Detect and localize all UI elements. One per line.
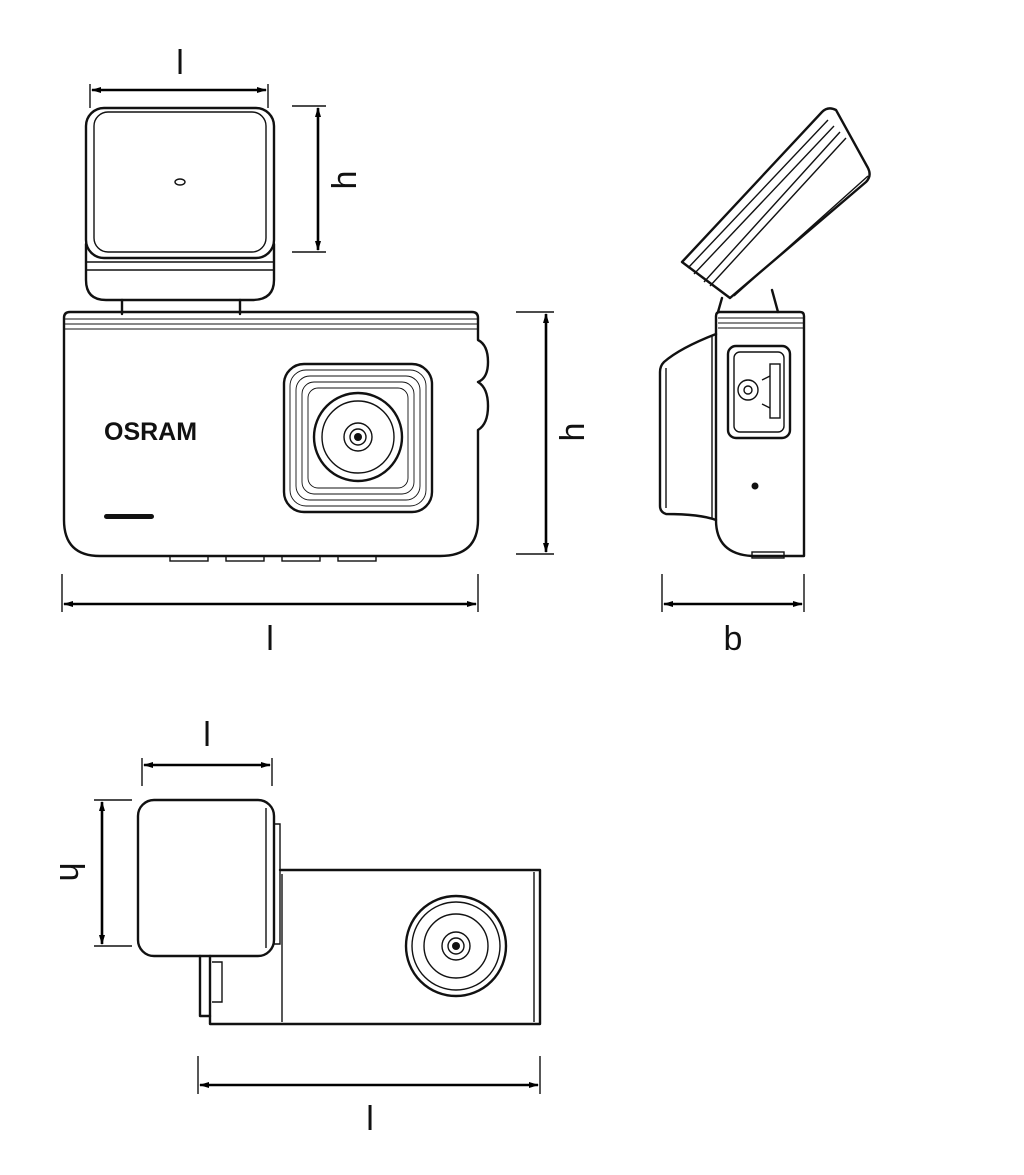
sd-card-slot <box>726 344 792 440</box>
front-body-height-dimension: h <box>516 311 592 555</box>
bottom-lens <box>404 894 508 998</box>
side-camera-body <box>658 310 806 559</box>
side-depth-dimension: b <box>661 574 805 658</box>
side-view: b <box>658 107 871 658</box>
bottom-body-length-label: l <box>366 1100 374 1138</box>
bottom-view: l h l <box>52 716 542 1138</box>
front-view: OSRAM l h <box>61 44 592 658</box>
front-mount-height-dimension: h <box>292 105 364 253</box>
bottom-button-3 <box>281 555 321 562</box>
front-mount-head <box>84 106 276 316</box>
bottom-mount-height-dimension: h <box>52 799 132 947</box>
side-mount-head <box>680 107 871 314</box>
front-body-length-dimension: l <box>61 574 479 658</box>
bottom-button-4 <box>337 555 377 562</box>
bottom-button-2 <box>225 555 265 562</box>
front-mount-width-label: l <box>176 44 184 82</box>
front-camera-body: OSRAM <box>62 310 490 562</box>
front-body-length-label: l <box>266 620 274 658</box>
bottom-mount-head <box>136 798 281 1018</box>
microphone-hole <box>751 482 759 490</box>
front-mount-width-dimension: l <box>89 44 269 108</box>
osram-logo: OSRAM <box>104 418 197 446</box>
bottom-camera-body <box>208 868 542 1026</box>
indicator-light-bar <box>104 514 154 519</box>
front-lens-module <box>282 362 434 514</box>
side-depth-label: b <box>724 620 743 658</box>
front-mount-height-label: h <box>326 171 364 190</box>
bottom-body-length-dimension: l <box>197 1056 541 1138</box>
bottom-button-1 <box>169 555 209 562</box>
front-body-height-label: h <box>554 423 592 442</box>
bottom-mount-height-label: h <box>52 863 90 882</box>
bottom-mount-width-label: l <box>203 716 211 754</box>
bottom-mount-width-dimension: l <box>141 716 273 786</box>
mount-pin-hole <box>174 178 186 186</box>
